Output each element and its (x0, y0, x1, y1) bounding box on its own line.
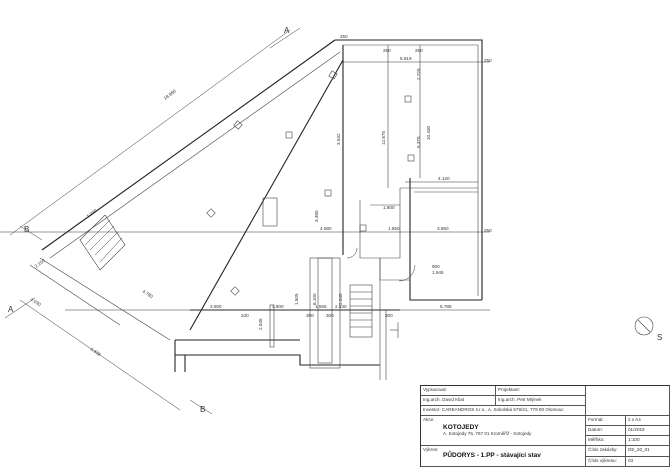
dim-label: 900 (432, 264, 440, 269)
field-label: Číslo výkresu: (586, 457, 626, 467)
dim-label: 1.230 (86, 208, 99, 219)
dim-label: 2.045 (258, 318, 263, 330)
dim-label: 300 (306, 313, 314, 318)
dim-label: 300 (326, 313, 334, 318)
designer: Ing.arch. Petr Mlýnek (496, 396, 586, 406)
drawing-name: PŮDORYS - 1.PP - stávající stav (443, 452, 541, 459)
field-value: DE_20_01 (626, 446, 670, 457)
drawn-by-label: Vypracoval: (421, 386, 496, 396)
project-address: A. Kotojedy 76, 767 01 Kroměříž - Kotoje… (443, 431, 532, 436)
dim-label: 5.785 (440, 304, 452, 309)
dim-label: 4.120 (438, 176, 450, 181)
dim-label: 3.532 (336, 133, 341, 145)
dim-label: 3.900 (210, 304, 222, 309)
dim-label: 4.580 (320, 226, 332, 231)
dimension-lines (0, 29, 490, 411)
field-label: Formát: (586, 416, 626, 426)
staircase (29, 214, 373, 341)
field-label: Měřítko: (586, 436, 626, 446)
dim-label: 250 (340, 34, 348, 39)
dim-label: 4.780 (141, 289, 154, 300)
investor: Investor: CAREANDROS s.r.o., A. Sokolská… (421, 406, 586, 416)
dim-label: 3.900 (272, 304, 284, 309)
section-marks: A A B B (4, 26, 301, 415)
dim-label: 250 (415, 48, 423, 53)
dim-label: 1.550 (388, 226, 400, 231)
dim-label: 2.725 (416, 68, 421, 80)
dim-label: 250 (484, 58, 492, 63)
dim-label: 300 (385, 313, 393, 318)
section-mark-b-bottom: B (200, 405, 205, 414)
dim-label: 6.100 (312, 293, 317, 305)
dim-label: 2.530 (335, 304, 347, 309)
dim-label: 250 (484, 228, 492, 233)
columns (206, 70, 416, 296)
designer-label: Projektant: (496, 386, 586, 396)
field-label: Číslo zakázky: (586, 446, 626, 457)
field-value: 01/2019 (626, 426, 670, 436)
dim-label: 240 (241, 313, 249, 318)
dim-label: 1.505 (294, 293, 299, 305)
section-mark-a-bottom: A (8, 305, 14, 314)
dim-label: 250 (383, 48, 391, 53)
dim-label: 2.150 (34, 258, 47, 269)
dim-label: 5.375 (416, 136, 421, 148)
project-name: KOTOJEDY (443, 424, 479, 431)
drawing-label: Výkres: (423, 447, 439, 452)
project-cell: Akce: KOTOJEDY A. Kotojedy 76, 767 01 Kr… (421, 416, 586, 446)
dim-label: 1.600 (383, 205, 395, 210)
dim-label: 2.545 (338, 293, 343, 305)
dim-label: 3.950 (437, 226, 449, 231)
dim-label: 12.675 (381, 131, 386, 145)
title-block: Vypracoval: Projektant: Ing.arch. David … (420, 385, 670, 467)
dim-label: 4.030 (29, 297, 42, 308)
dimension-labels: 250 250 250 6.819 250 3.532 12.675 10.43… (29, 34, 492, 357)
dim-label: 10.430 (426, 126, 431, 140)
drawing-cell: Výkres: PŮDORYS - 1.PP - stávající stav (421, 446, 586, 467)
north-arrow-icon: S (634, 316, 662, 342)
field-value: 1:100 (626, 436, 670, 446)
dim-label: 6.636 (89, 347, 102, 358)
field-value: 2 x A4 (626, 416, 670, 426)
project-label: Akce: (423, 417, 435, 422)
dim-label: 6.819 (400, 56, 412, 61)
field-label: Datum: (586, 426, 626, 436)
dim-label: 1.555 (315, 304, 327, 309)
section-mark-a-top: A (284, 26, 290, 35)
dim-label: 3.480 (314, 210, 319, 222)
north-label: S (657, 333, 662, 342)
section-mark-b-top: B (24, 225, 29, 234)
field-value: 03 (626, 457, 670, 467)
dim-label: 18.880 (163, 88, 178, 101)
dim-label: 1.945 (432, 270, 444, 275)
logo-area (586, 386, 670, 416)
drawn-by: Ing.arch. David Kliat (421, 396, 496, 406)
